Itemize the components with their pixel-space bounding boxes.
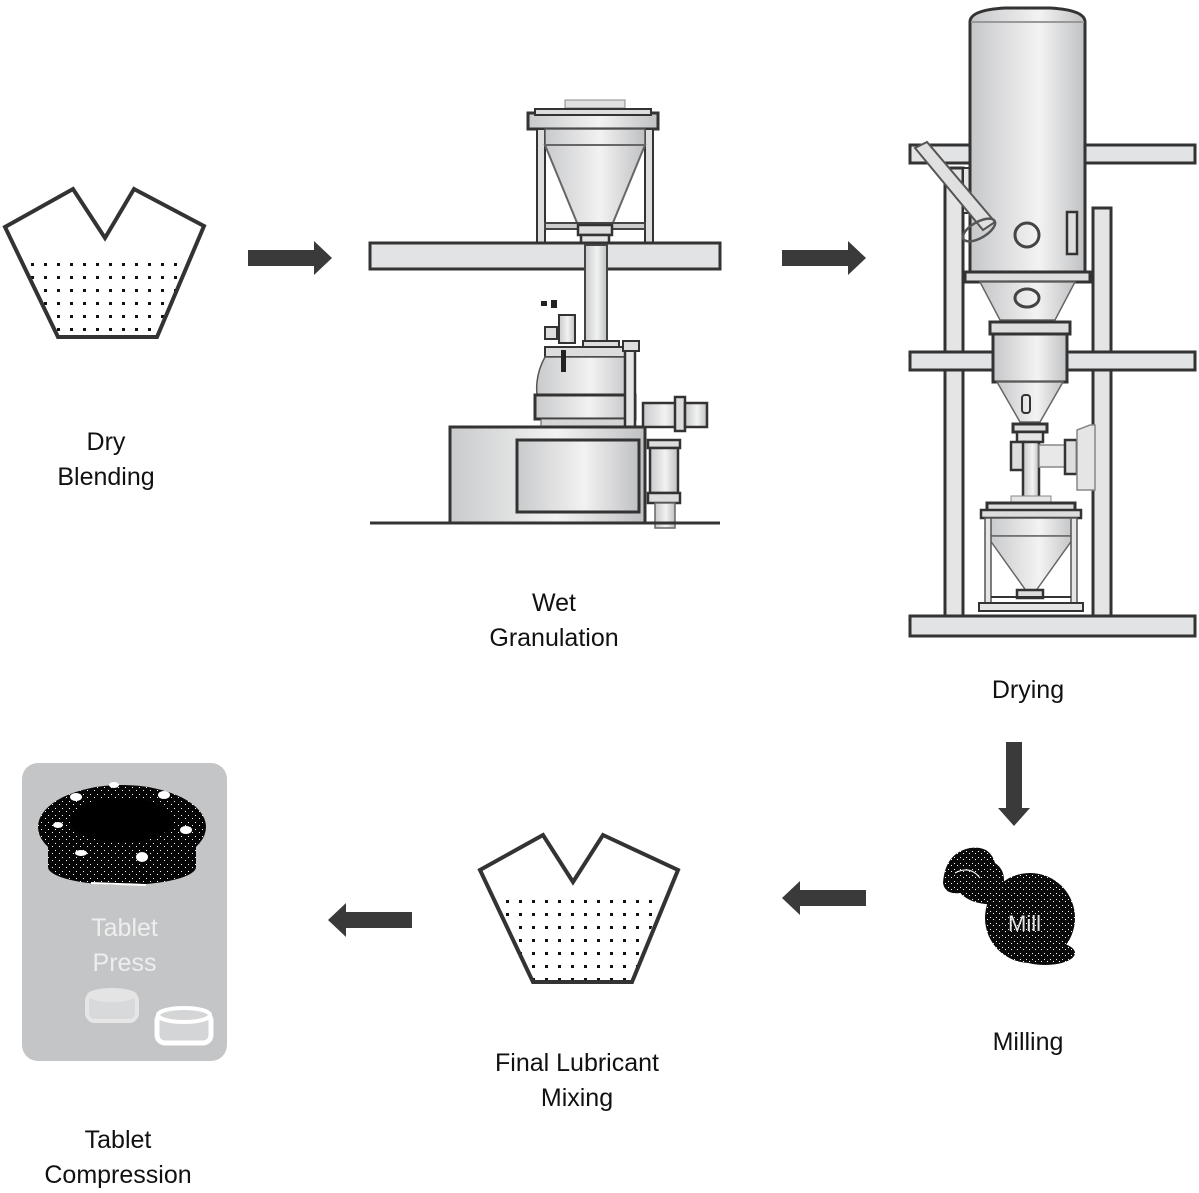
- step-label-drying: Drying: [928, 673, 1128, 708]
- tablet-press-icon: [38, 782, 206, 886]
- high-shear-granulator-icon: [368, 99, 722, 529]
- label-line: Granulation: [489, 624, 619, 652]
- arrow-left-icon: [782, 881, 866, 915]
- press-text-line: Press: [92, 949, 157, 977]
- step-label-dry-blending: Dry Blending: [6, 425, 206, 495]
- v-blender-icon-final-mixing: [477, 832, 681, 984]
- tablet-press-panel: Tablet Press: [22, 763, 227, 1061]
- step-label-milling: Milling: [928, 1025, 1128, 1060]
- tablet-press-text: Tablet Press: [22, 911, 227, 981]
- arrow-down-icon: [998, 742, 1030, 826]
- fluid-bed-dryer-icon: [908, 6, 1197, 638]
- arrow-right-icon: [248, 241, 332, 275]
- label-line: Final Lubricant: [495, 1049, 659, 1077]
- label-line: Drying: [991, 676, 1065, 704]
- step-label-final-lubricant-mixing: Final Lubricant Mixing: [452, 1046, 702, 1116]
- label-line: Blending: [57, 463, 155, 491]
- v-blender-icon-dry-blending: [2, 186, 207, 339]
- step-label-tablet-compression: Tablet Compression: [18, 1123, 218, 1193]
- mill-icon-text: Mill: [1008, 911, 1041, 936]
- arrow-left-icon: [328, 903, 412, 937]
- press-text-line: Tablet: [91, 914, 158, 942]
- label-line: Wet: [532, 589, 576, 617]
- label-line: Tablet: [84, 1126, 152, 1154]
- label-line: Compression: [44, 1161, 192, 1189]
- tablet-icon: [154, 1006, 214, 1046]
- arrow-right-icon: [782, 241, 866, 275]
- blender-outline: [2, 186, 207, 339]
- label-line: Mixing: [540, 1084, 614, 1112]
- tablet-icon: [85, 988, 139, 1023]
- step-label-wet-granulation: Wet Granulation: [454, 586, 654, 656]
- blender-outline: [477, 832, 681, 984]
- label-line: Dry: [86, 428, 126, 456]
- mill-icon: Mill: [943, 847, 1075, 965]
- label-line: Milling: [992, 1028, 1064, 1056]
